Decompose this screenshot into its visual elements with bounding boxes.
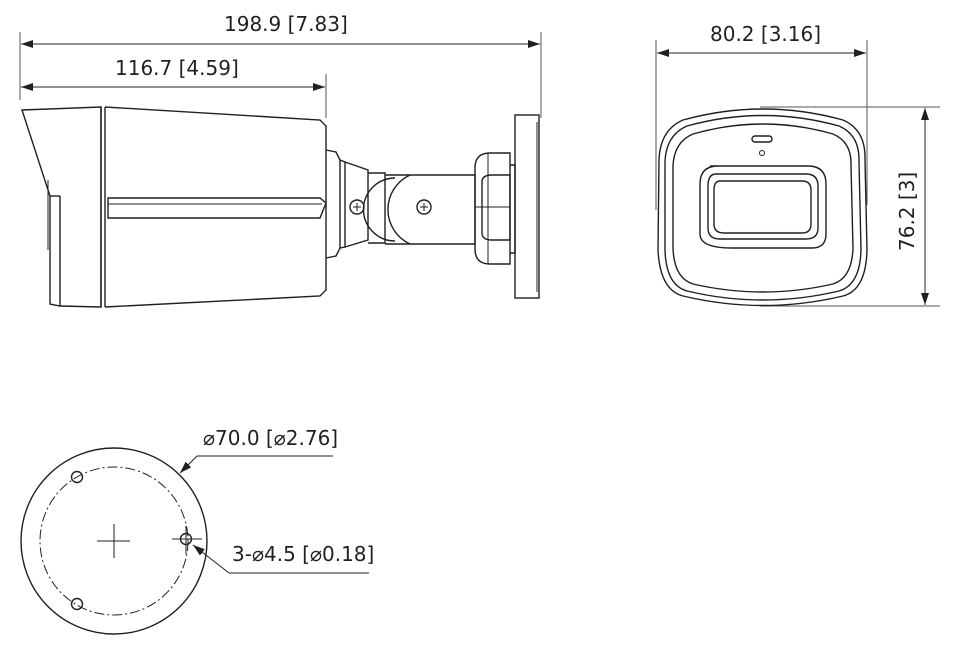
overall-length-label: 198.9 [7.83] [224,12,348,36]
camera-front-view [657,108,868,307]
width-dimension [655,40,868,210]
height-label: 76.2 [3] [895,171,919,251]
mounting-holes-label: 3-⌀4.5 [⌀0.18] [232,542,375,566]
body-length-label: 116.7 [4.59] [115,56,239,80]
height-dimension [760,106,940,307]
base-view [20,447,369,635]
width-label: 80.2 [3.16] [710,22,822,46]
body-length-dimension [21,74,327,118]
base-diameter-label: ⌀70.0 [⌀2.76] [203,426,339,450]
overall-length-dimension [19,32,542,118]
camera-side-view [21,106,540,308]
